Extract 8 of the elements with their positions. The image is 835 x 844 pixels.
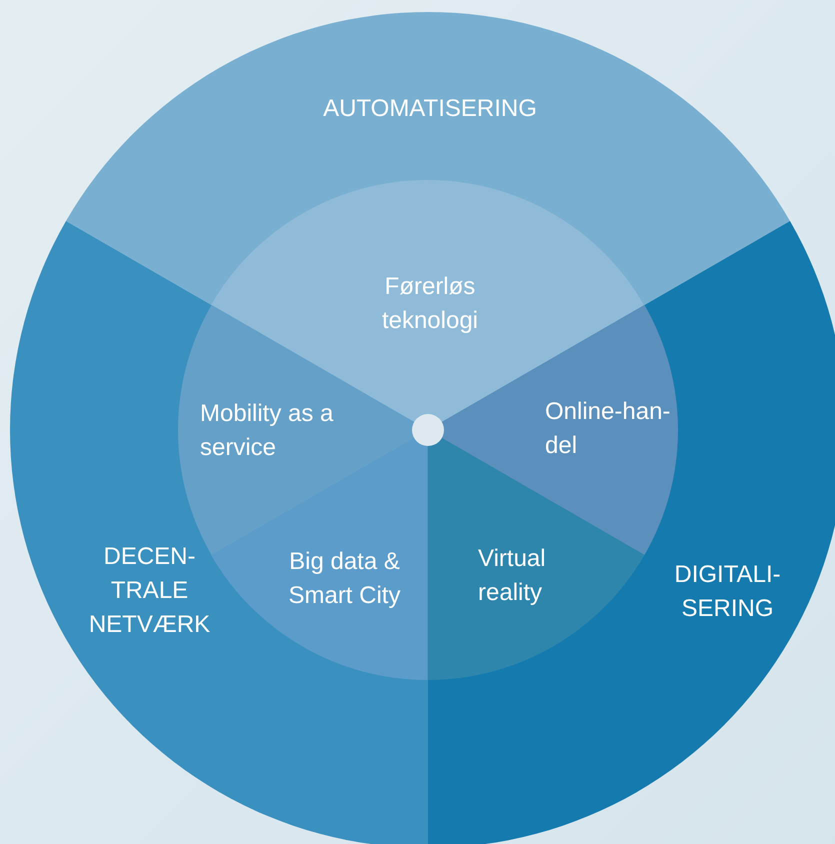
segment-label: DIGITALI- SERING	[673, 560, 782, 624]
segment-label: Virtual reality	[478, 544, 547, 608]
segment-label: Mobility as a service	[200, 399, 334, 463]
segment-label: Big data & Smart City	[287, 547, 402, 611]
segment-label: DECEN- TRALE NETVÆRK	[88, 542, 212, 640]
segment-label: Førerløs teknologi	[380, 272, 480, 336]
segment-label: Online-han- del	[545, 397, 672, 461]
segment-label: AUTOMATISERING	[322, 94, 538, 124]
